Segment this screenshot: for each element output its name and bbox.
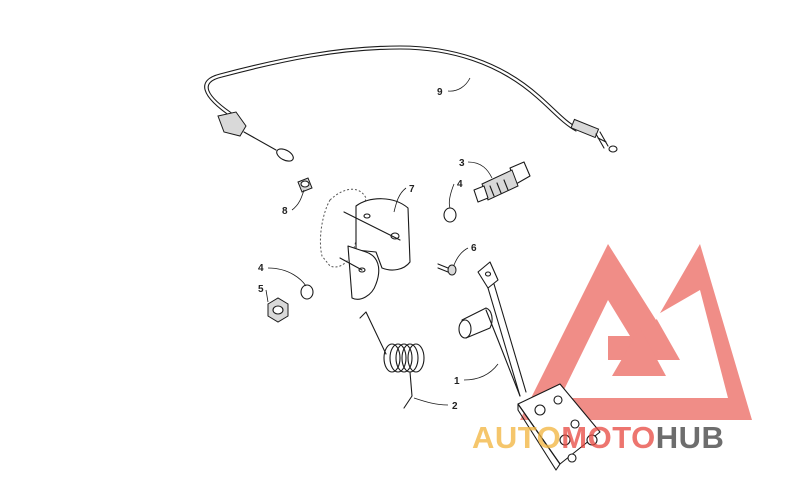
- callouts: 9 3 4 7 8 6 4 5 1 2: [258, 87, 477, 412]
- leader-4-lower: [267, 267, 307, 287]
- leader-5: [265, 289, 269, 303]
- callout-2: 2: [452, 401, 458, 412]
- callout-1: 1: [454, 376, 460, 387]
- logo-text-auto: AUTO: [472, 420, 561, 455]
- callout-6: 6: [471, 243, 477, 254]
- screw-part-6: [437, 263, 457, 276]
- callout-7: 7: [409, 184, 415, 195]
- logo-inner-triangle: [612, 328, 666, 376]
- gasket-outline: [319, 188, 367, 268]
- o-ring-part-4-upper: [443, 207, 457, 223]
- cable-right-fitting: [570, 118, 618, 153]
- leader-lines: [265, 77, 499, 406]
- logo-text-moto: MOTO: [561, 420, 655, 455]
- leader-6: [453, 247, 469, 266]
- leader-3: [467, 161, 493, 179]
- callout-8: 8: [282, 206, 288, 217]
- cable-part-9: [204, 45, 618, 162]
- leader-1: [463, 363, 499, 381]
- callout-4-upper: 4: [457, 179, 463, 190]
- logo-triangle-cutout: [560, 290, 728, 398]
- torsion-spring-part-2: [359, 311, 425, 409]
- svg-text:AUTOMOTOHUB: AUTOMOTOHUB: [472, 420, 724, 455]
- watermark-logo: [520, 244, 752, 420]
- watermark-text: AUTOMOTOHUB: [472, 420, 724, 455]
- leader-8: [291, 189, 305, 211]
- pivot-bolt-part-3: [473, 161, 531, 203]
- pedal-arm-part-1: [458, 261, 601, 471]
- logo-text-hub: HUB: [656, 420, 725, 455]
- callout-5: 5: [258, 284, 264, 295]
- o-ring-part-4-lower: [300, 284, 314, 300]
- mounting-bracket-part-7: [339, 198, 411, 300]
- leader-9: [447, 77, 471, 92]
- cable-left-fitting: [217, 111, 247, 137]
- leader-7: [393, 187, 407, 213]
- callout-3: 3: [459, 158, 465, 169]
- leader-4-upper: [448, 183, 455, 209]
- leader-2: [413, 397, 449, 406]
- callout-9: 9: [437, 87, 443, 98]
- cable-left-end: [276, 148, 294, 162]
- callout-4-lower: 4: [258, 263, 264, 274]
- stud-part-8: [297, 177, 313, 193]
- nut-part-5: [267, 297, 289, 323]
